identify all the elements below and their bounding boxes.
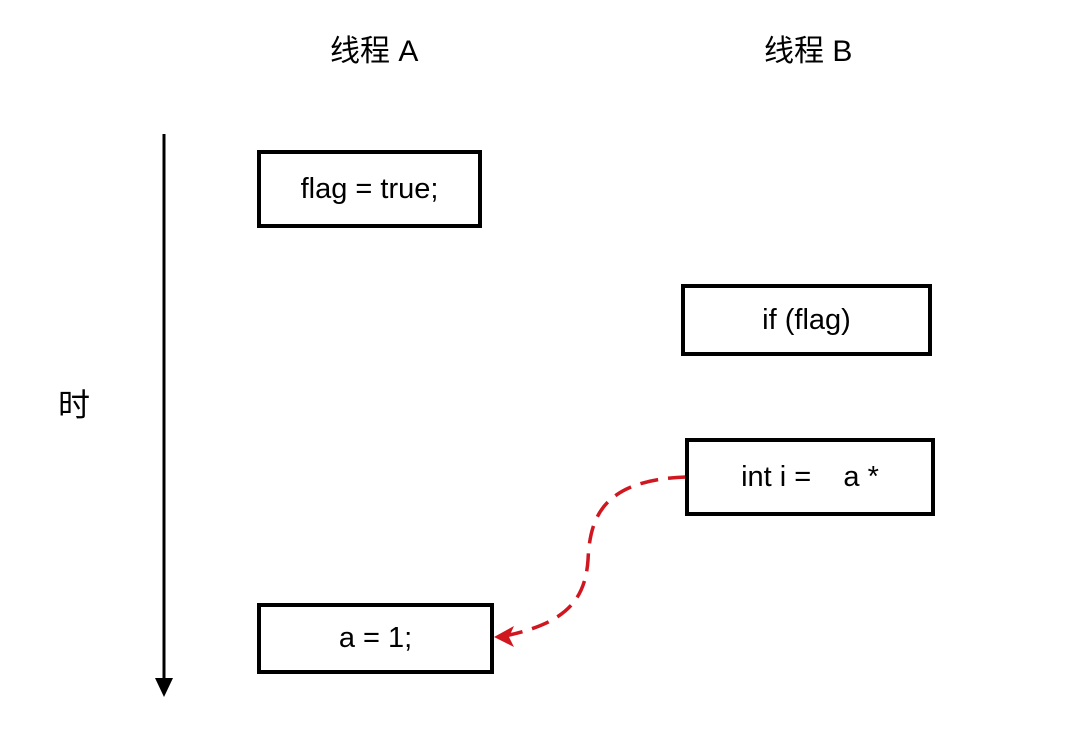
thread-b-title: 线程 B xyxy=(764,34,852,70)
step-code: if (flag) xyxy=(762,303,851,336)
thread-a-step-a-equals-1: a = 1; xyxy=(257,603,494,674)
dependency-arrow-icon xyxy=(494,475,687,647)
thread-a-title: 线程 A xyxy=(330,34,418,70)
thread-a-title-text: 线程 A xyxy=(330,35,419,68)
step-code: int i = a * xyxy=(741,460,879,493)
step-code: a = 1; xyxy=(338,622,413,654)
thread-a-step-flag-true: flag = true; xyxy=(257,150,482,228)
thread-b-step-if-flag: if (flag) xyxy=(681,284,932,356)
step-code: flag = true; xyxy=(300,172,439,205)
thread-b-step-int-i: int i = a * xyxy=(685,438,935,516)
thread-b-title-text: 线程 B xyxy=(764,35,853,68)
time-axis-arrow-icon xyxy=(155,134,173,697)
time-axis-label: 时 xyxy=(58,386,91,424)
